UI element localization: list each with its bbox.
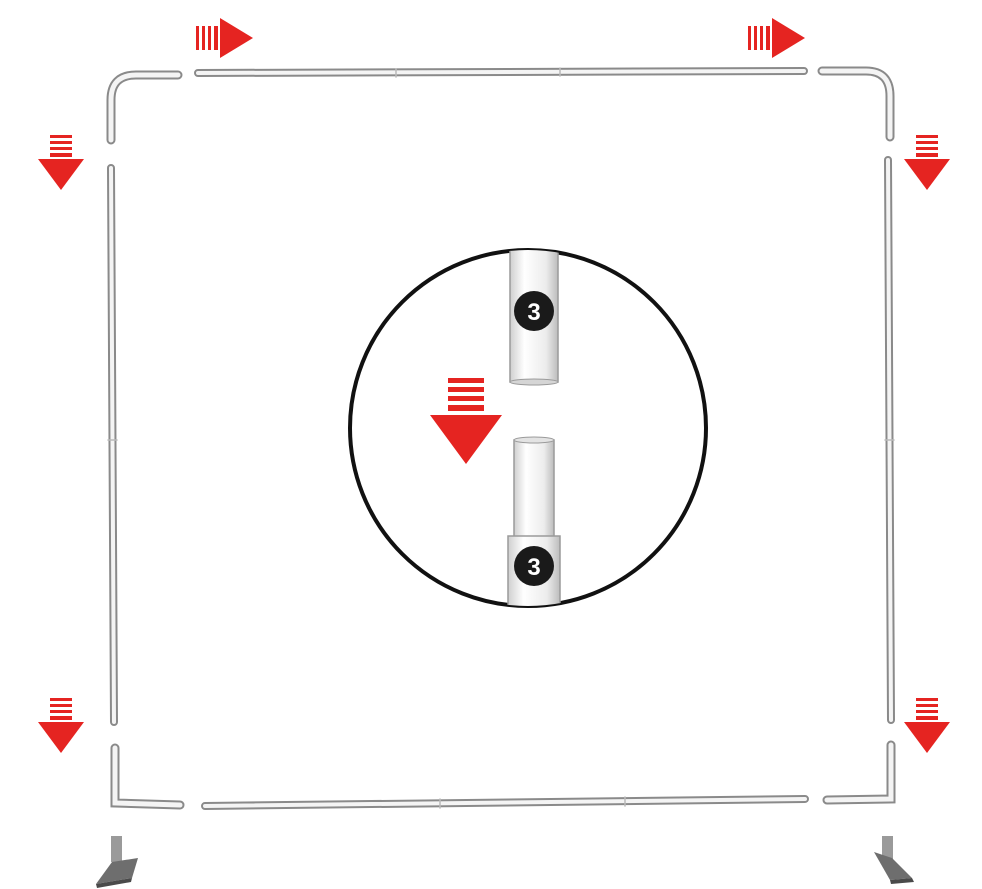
arrow-top-right-icon [748, 18, 805, 58]
arrow-upper-left-icon [38, 135, 84, 190]
lower-tube [507, 436, 561, 606]
frame [106, 66, 896, 810]
lower-tube-label: 3 [527, 554, 540, 581]
lower-tube-badge: 3 [514, 546, 554, 586]
top-right-corner [817, 66, 895, 142]
feet [96, 836, 914, 888]
arrows [38, 18, 950, 753]
upper-tube-badge: 3 [514, 291, 554, 331]
right-foot [874, 836, 914, 884]
left-foot [96, 836, 138, 888]
top-left-corner [106, 70, 183, 145]
arrow-top-left-icon [196, 18, 253, 58]
bottom-left-corner [110, 743, 185, 810]
arrow-upper-right-icon [904, 135, 950, 190]
bottom-right-corner [822, 740, 896, 805]
arrow-lower-right-icon [904, 698, 950, 753]
arrow-detail-icon [430, 378, 502, 464]
arrow-lower-left-icon [38, 698, 84, 753]
detail-callout: 3 3 [348, 248, 708, 608]
upper-tube-label: 3 [527, 299, 540, 326]
